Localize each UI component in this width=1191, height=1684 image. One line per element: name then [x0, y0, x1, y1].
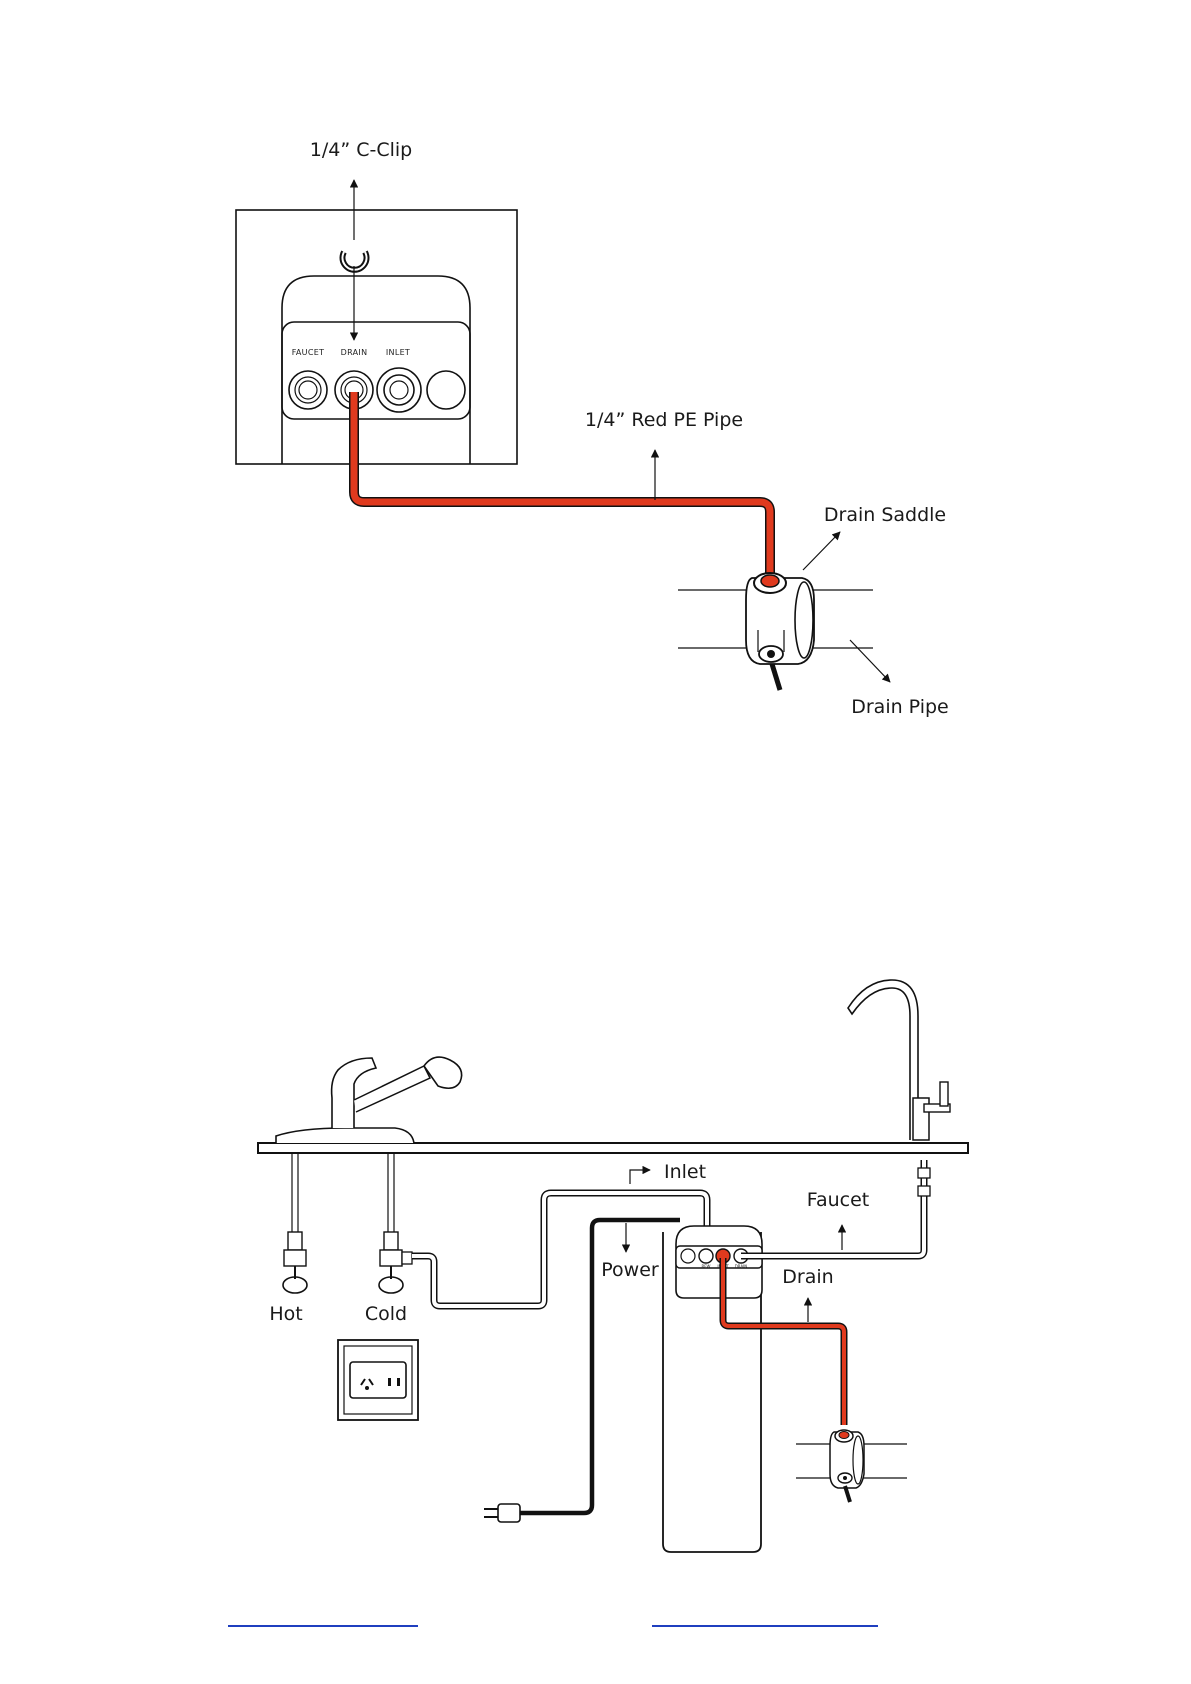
unit-housing	[282, 276, 470, 464]
countertop	[258, 1143, 968, 1153]
cold-supply-valve	[379, 1153, 412, 1293]
ro-faucet-icon	[848, 980, 950, 1140]
inlet-arrow	[630, 1170, 650, 1184]
wall-outlet-icon	[338, 1340, 418, 1420]
drain-connection-diagram: FAUCET DRAIN INLET 1/4” C-Clip 1/	[236, 139, 949, 718]
unit-plug-port	[681, 1249, 695, 1263]
label-hot: Hot	[269, 1303, 302, 1325]
ro-unit: RFW INLET DRAIN	[663, 1226, 762, 1552]
port-label-inlet: INLET	[386, 348, 410, 357]
label-drain-pipe: Drain Pipe	[851, 696, 949, 718]
drain-saddle-arrow	[803, 532, 840, 570]
label-inlet: Inlet	[664, 1161, 706, 1183]
plug-port	[427, 371, 465, 409]
svg-text:RFW: RFW	[701, 1264, 710, 1269]
label-drain-saddle: Drain Saddle	[824, 504, 946, 526]
unit-inlet-port	[699, 1249, 713, 1263]
port-label-faucet: FAUCET	[292, 348, 325, 357]
hot-supply-valve	[283, 1153, 307, 1293]
label-faucet: Faucet	[807, 1189, 869, 1211]
label-power: Power	[601, 1259, 659, 1281]
kitchen-faucet-icon	[276, 1057, 462, 1143]
drain-pipe-arrow	[850, 640, 890, 682]
faucet-port	[289, 371, 327, 409]
drain-saddle-small-icon	[830, 1430, 864, 1502]
unit-panel-frame	[236, 210, 517, 464]
footer-link-left[interactable]	[228, 1625, 418, 1627]
drain-saddle-icon	[746, 573, 814, 690]
faucet-connector	[918, 1168, 930, 1178]
footer-link-right[interactable]	[652, 1625, 878, 1627]
system-layout-diagram: Hot Cold Inlet Power	[258, 980, 968, 1552]
label-red-pe-pipe: 1/4” Red PE Pipe	[585, 409, 743, 431]
label-c-clip: 1/4” C-Clip	[310, 139, 412, 161]
port-label-drain: DRAIN	[341, 348, 368, 357]
label-cold: Cold	[365, 1303, 407, 1325]
svg-text:DRAIN: DRAIN	[735, 1264, 748, 1269]
label-drain: Drain	[782, 1266, 833, 1288]
power-plug-icon	[484, 1504, 520, 1522]
inlet-port	[377, 368, 421, 412]
